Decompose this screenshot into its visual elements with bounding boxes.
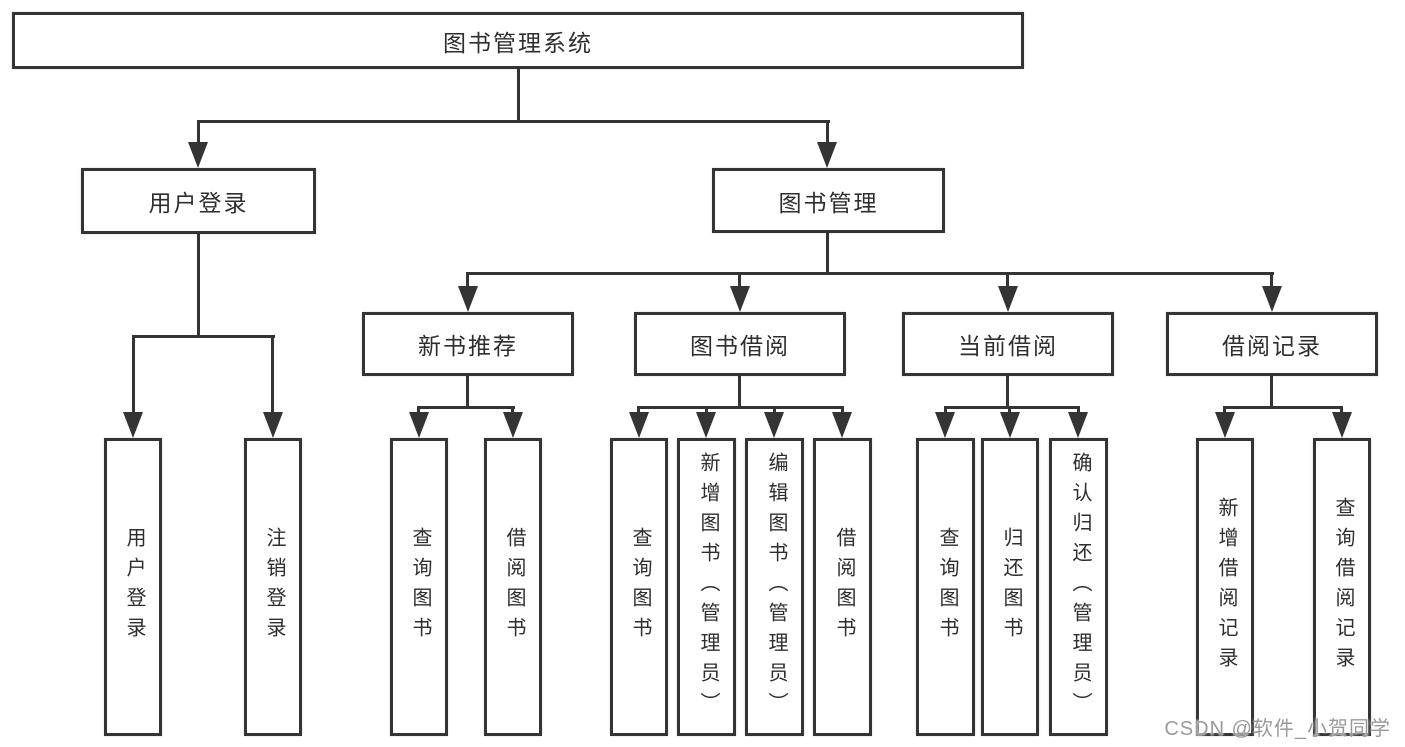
arrow-down-icon <box>188 142 208 168</box>
node-book-management: 图书管理 <box>712 168 945 233</box>
connector-line <box>1270 272 1273 288</box>
connector-line <box>841 406 844 415</box>
connector-line <box>466 272 469 288</box>
connector-line <box>826 120 829 146</box>
connector-line <box>705 406 708 415</box>
arrow-down-icon <box>409 412 429 438</box>
node-borrowing-records: 借阅记录 <box>1166 312 1378 376</box>
connector-line <box>738 376 741 408</box>
node-current-borrowing: 当前借阅 <box>902 312 1114 376</box>
connector-line <box>466 376 469 408</box>
arrow-down-icon <box>1000 412 1020 438</box>
connector-line <box>132 335 275 338</box>
connector-line <box>197 120 830 123</box>
connector-line <box>1006 376 1009 408</box>
arrow-down-icon <box>817 142 837 168</box>
node-logout: 注销登录 <box>244 438 302 736</box>
arrow-down-icon <box>1215 412 1235 438</box>
arrow-down-icon <box>123 412 143 438</box>
connector-line <box>511 406 514 415</box>
arrow-down-icon <box>458 286 478 312</box>
node-query-books-borrowing: 查询图书 <box>610 438 668 736</box>
csdn-watermark: CSDN @软件_小贺同学 <box>1164 718 1391 740</box>
connector-line <box>1340 406 1343 415</box>
node-return-books: 归还图书 <box>981 438 1039 736</box>
node-confirm-return-admin: 确认归还（管理员） <box>1049 438 1108 736</box>
arrow-down-icon <box>832 412 852 438</box>
node-query-books-current: 查询图书 <box>916 438 975 736</box>
node-borrow-books-recommend: 借阅图书 <box>484 438 542 736</box>
arrow-down-icon <box>696 412 716 438</box>
connector-line <box>773 406 776 415</box>
connector-line <box>517 68 520 123</box>
connector-line <box>1224 406 1343 409</box>
arrow-down-icon <box>629 412 649 438</box>
arrow-down-icon <box>1332 412 1352 438</box>
connector-line <box>271 335 274 415</box>
connector-line <box>637 406 640 415</box>
node-user-login-leaf: 用户登录 <box>104 438 162 736</box>
node-new-book-recommendation: 新书推荐 <box>362 312 574 376</box>
connector-line <box>637 406 844 409</box>
connector-line <box>1006 272 1009 288</box>
connector-line <box>1077 406 1080 415</box>
arrow-down-icon <box>263 412 283 438</box>
arrow-down-icon <box>1262 286 1282 312</box>
arrow-down-icon <box>503 412 523 438</box>
node-library-management-system: 图书管理系统 <box>12 12 1024 69</box>
node-add-borrow-record: 新增借阅记录 <box>1196 438 1254 736</box>
arrow-down-icon <box>1068 412 1088 438</box>
arrow-down-icon <box>730 286 750 312</box>
arrow-down-icon <box>764 412 784 438</box>
connector-line <box>132 335 135 415</box>
connector-line <box>1223 406 1226 415</box>
node-edit-books-admin: 编辑图书（管理员） <box>745 438 804 736</box>
node-book-borrowing: 图书借阅 <box>634 312 846 376</box>
arrow-down-icon <box>998 286 1018 312</box>
node-user-login: 用户登录 <box>81 168 316 234</box>
connector-line <box>466 272 1274 275</box>
node-query-borrow-record: 查询借阅记录 <box>1313 438 1371 736</box>
node-query-books-recommend: 查询图书 <box>390 438 448 736</box>
connector-line <box>197 120 200 146</box>
node-borrow-books-leaf: 借阅图书 <box>813 438 872 736</box>
connector-line <box>944 406 947 415</box>
connector-line <box>418 406 515 409</box>
arrow-down-icon <box>935 412 955 438</box>
connector-line <box>197 234 200 337</box>
connector-line <box>417 406 420 415</box>
connector-line <box>738 272 741 288</box>
connector-line <box>1008 406 1011 415</box>
connector-line <box>826 233 829 274</box>
connector-line <box>1270 376 1273 408</box>
node-add-books-admin: 新增图书（管理员） <box>677 438 736 736</box>
connector-line <box>944 406 1080 409</box>
